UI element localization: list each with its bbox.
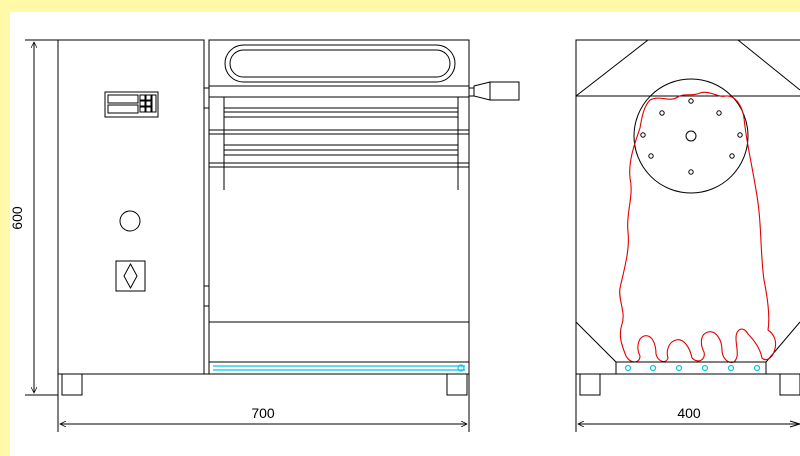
control-cabinet	[57, 39, 205, 375]
water-trough-side	[615, 361, 767, 375]
lid-handle	[224, 44, 456, 83]
front-width-dimension: 700	[57, 374, 470, 432]
height-dimension: 600	[9, 39, 58, 396]
water-trough-front	[208, 361, 470, 375]
side-foot-left	[579, 373, 601, 396]
drum-wheel	[633, 78, 749, 194]
digital-controller-icon	[104, 91, 159, 118]
frame-top-border	[0, 0, 800, 12]
side-view	[575, 39, 800, 396]
fabric-path	[619, 91, 777, 363]
motor-shaft	[469, 81, 520, 101]
front-foot-left	[61, 373, 83, 396]
front-foot-right	[446, 373, 468, 396]
hinge-bottom	[203, 285, 210, 307]
side-foot-right	[779, 373, 800, 396]
drum-housing	[208, 39, 470, 375]
side-body	[575, 39, 800, 375]
frame-left-border	[0, 0, 10, 456]
height-dim-text: 600	[9, 206, 25, 230]
hinge-top	[203, 87, 210, 109]
front-width-text: 700	[251, 405, 275, 421]
front-view	[57, 39, 520, 396]
selector-switch-icon	[115, 260, 146, 292]
control-knob-icon	[119, 210, 141, 232]
side-width-dimension: 400	[575, 374, 800, 432]
side-width-text: 400	[677, 405, 701, 421]
roller-bars	[209, 85, 469, 323]
